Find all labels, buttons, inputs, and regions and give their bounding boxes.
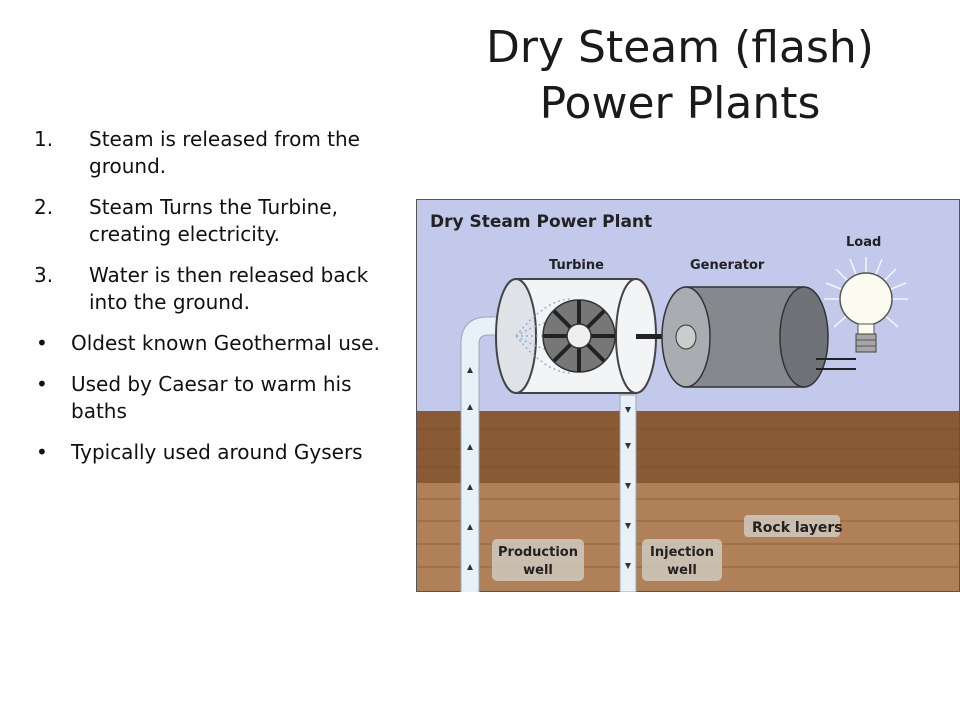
production-pipe — [461, 317, 508, 592]
diagram-svg: Dry Steam Power Plant Turbine Generator … — [416, 199, 960, 592]
item-text: Steam Turns the Turbine, creating electr… — [89, 195, 338, 246]
slide-title-line-2: Power Plants — [539, 78, 821, 129]
bullet-marker: • — [36, 372, 48, 396]
turbine-label: Turbine — [549, 258, 604, 273]
slide-title: Dry Steam (flash) Power Plants — [470, 20, 890, 132]
bullet-item-2: • Used by Caesar to warm his baths — [34, 371, 404, 425]
diagram-title: Dry Steam Power Plant — [430, 212, 652, 232]
upward-arrows — [467, 367, 473, 570]
upper-earth-layer — [416, 411, 960, 483]
numbered-item-3: 3. Water is then released back into the … — [34, 262, 404, 316]
injection-well-tag: Injection well — [642, 539, 722, 581]
generator — [661, 286, 829, 388]
bullet-marker: • — [36, 331, 48, 355]
turbine-shaft — [636, 334, 686, 339]
turbine-wheel — [542, 299, 616, 373]
bullet-list: 1. Steam is released from the ground. 2.… — [34, 126, 404, 480]
downward-arrows — [625, 407, 631, 569]
production-well — [460, 316, 508, 592]
item-text: Steam is released from the ground. — [89, 127, 360, 178]
generator-label: Generator — [690, 258, 765, 273]
item-text: Typically used around Gysers — [71, 440, 363, 464]
slide-title-line-1: Dry Steam (flash) — [486, 22, 874, 73]
numbered-item-1: 1. Steam is released from the ground. — [34, 126, 404, 180]
production-well-label-line-2: well — [523, 563, 553, 578]
rock-layers-tag: Rock layers — [744, 515, 843, 537]
injection-pipe — [619, 394, 637, 592]
number-marker: 1. — [34, 127, 54, 151]
load-wires — [816, 358, 856, 370]
bullet-marker: • — [36, 440, 48, 464]
injection-well-label-line-1: Injection — [650, 545, 714, 560]
load-label: Load — [846, 235, 881, 250]
production-well-tag: Production well — [492, 539, 584, 581]
light-bulb — [824, 257, 908, 353]
numbered-item-2: 2. Steam Turns the Turbine, creating ele… — [34, 194, 404, 248]
production-well-label-line-1: Production — [498, 545, 578, 560]
item-text: Water is then released back into the gro… — [89, 263, 369, 314]
bullet-item-1: • Oldest known Geothermal use. — [34, 330, 404, 357]
bullet-item-3: • Typically used around Gysers — [34, 439, 404, 466]
item-text: Oldest known Geothermal use. — [71, 331, 380, 355]
injection-well — [619, 394, 637, 592]
number-marker: 2. — [34, 195, 54, 219]
rock-layers-label: Rock layers — [752, 520, 843, 536]
number-marker: 3. — [34, 263, 54, 287]
dry-steam-diagram: Dry Steam Power Plant Turbine Generator … — [416, 199, 960, 592]
injection-well-label-line-2: well — [667, 563, 697, 578]
item-text: Used by Caesar to warm his baths — [71, 372, 352, 423]
